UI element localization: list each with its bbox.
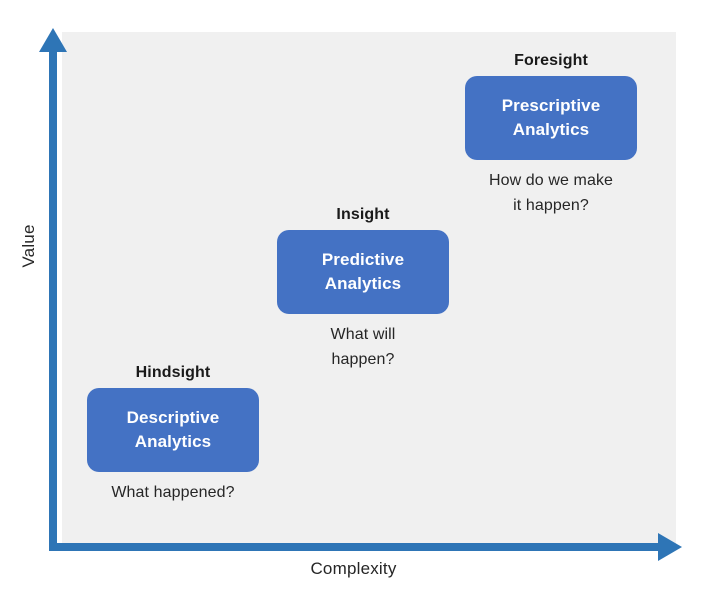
stage-insight-caption: What will happen?: [277, 322, 449, 372]
stage-foresight-caption-line2: it happen?: [513, 197, 589, 214]
stage-insight-label: Insight: [336, 206, 390, 223]
stage-foresight-caption: How do we make it happen?: [465, 168, 637, 218]
stage-insight-box-line1: Predictive: [321, 250, 405, 269]
stage-foresight-box[interactable]: Prescriptive Analytics: [465, 76, 637, 160]
stage-insight-box-line2: Analytics: [324, 274, 402, 293]
stage-hindsight-box[interactable]: Descriptive Analytics: [87, 388, 259, 472]
stage-foresight-box-line1: Prescriptive: [501, 96, 601, 115]
stage-foresight-box-line2: Analytics: [512, 120, 590, 139]
stage-insight-box[interactable]: Predictive Analytics: [277, 230, 449, 314]
stage-hindsight-caption: What happened?: [87, 480, 259, 505]
stage-insight: Insight Predictive Analytics What will h…: [277, 205, 449, 372]
stage-hindsight-label: Hindsight: [135, 364, 211, 381]
stage-hindsight-caption-line1: What happened?: [111, 484, 235, 501]
stage-foresight-label: Foresight: [514, 52, 588, 69]
stage-hindsight-box-line2: Analytics: [134, 432, 212, 451]
stage-hindsight-box-line1: Descriptive: [126, 408, 220, 427]
stage-foresight-caption-line1: How do we make: [488, 172, 614, 189]
stage-hindsight: Hindsight Descriptive Analytics What hap…: [87, 363, 259, 505]
y-axis-line: [49, 40, 57, 550]
stage-foresight: Foresight Prescriptive Analytics How do …: [465, 51, 637, 218]
stage-insight-caption-line2: happen?: [331, 351, 395, 368]
x-axis-title: Complexity: [310, 559, 397, 578]
y-axis-title: Value: [19, 224, 38, 268]
stage-insight-caption-line1: What will: [330, 326, 396, 343]
